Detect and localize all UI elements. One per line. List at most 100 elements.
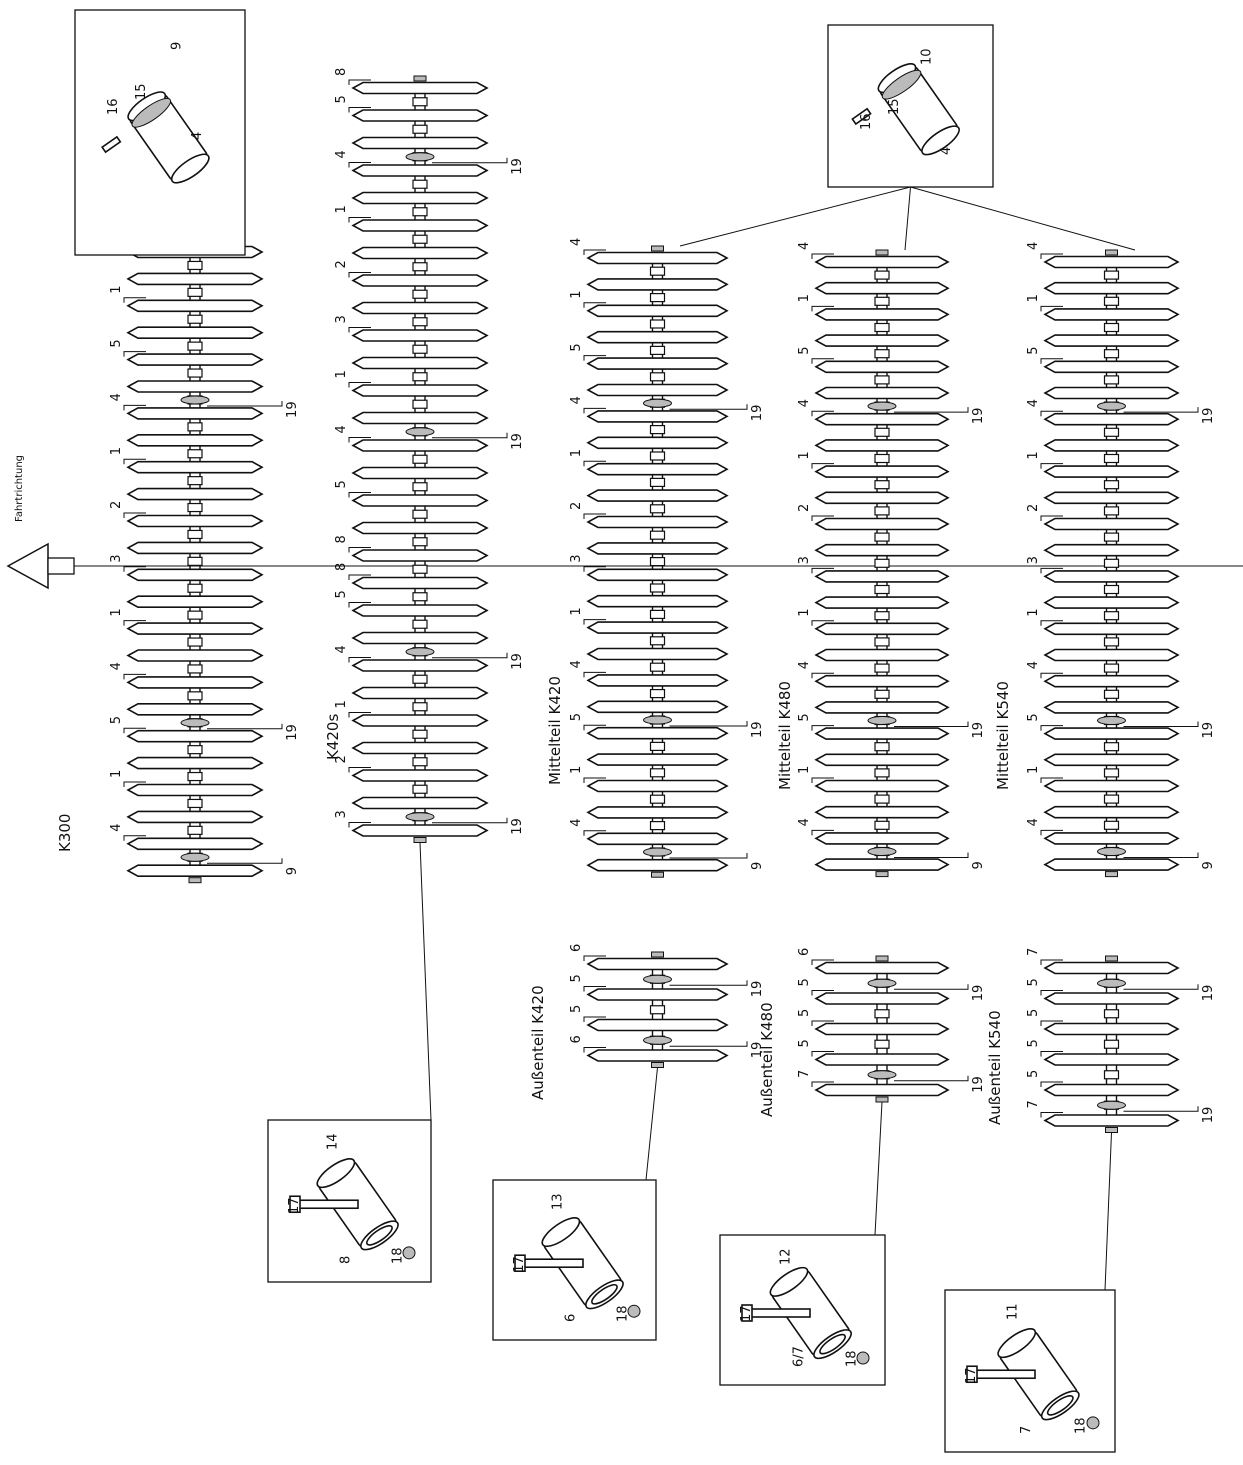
ring-disc: [586, 410, 729, 423]
spacer-sleeve: [1103, 742, 1120, 752]
part-number-label: 19: [971, 1076, 986, 1093]
leader-line: [583, 724, 606, 731]
ring-disc: [586, 806, 729, 819]
spacer-sleeve: [412, 784, 428, 794]
section-k300: 41541231451419199K300161594: [56, 9, 300, 884]
leader-line: [348, 437, 371, 443]
part-number-label: 1: [569, 449, 584, 457]
part-number-label: 7: [1026, 1100, 1041, 1108]
part-number-label: 4: [569, 660, 584, 668]
ring-disc: [1043, 992, 1180, 1005]
leader-line: [123, 727, 146, 734]
ring-disc: [126, 864, 264, 877]
end-cap: [875, 955, 889, 962]
leader-line: [348, 602, 371, 608]
spacer-sleeve: [1103, 1009, 1120, 1019]
spacer-sleeve: [649, 425, 666, 435]
clamp-collar: [643, 847, 672, 857]
ring-disc: [586, 251, 729, 265]
ring-disc: [1043, 281, 1180, 295]
ring-disc: [814, 992, 950, 1005]
clamp-collar: [1097, 1100, 1126, 1110]
spacer-sleeve: [412, 757, 428, 767]
leader-line: [583, 955, 606, 961]
detail-leader: [645, 1067, 658, 1181]
ring-disc: [586, 1049, 729, 1062]
clamp-collar: [643, 974, 672, 984]
spacer-sleeve: [649, 583, 666, 593]
leader-line: [583, 671, 606, 678]
ring-disc: [351, 549, 489, 562]
part-number-label: 3: [797, 556, 812, 564]
part-number-label: 1: [1026, 766, 1041, 774]
part-number-label: 4: [1026, 242, 1041, 250]
spacer-sleeve: [412, 702, 428, 712]
ring-disc: [1043, 779, 1180, 793]
clamp-collar: [867, 847, 897, 856]
direction-label: Fahrtrichtung: [14, 455, 25, 522]
ring-disc: [351, 301, 489, 315]
part-number-label: 4: [109, 393, 124, 401]
part-number-label: 19: [510, 818, 525, 835]
ring-disc: [1043, 412, 1180, 426]
spacer-sleeve: [187, 476, 203, 486]
clamp-collar: [405, 427, 435, 437]
part-number-label: 5: [334, 480, 349, 488]
detail-leader: [1104, 1132, 1112, 1291]
clamp-collar: [405, 812, 435, 822]
ring-disc: [1043, 570, 1180, 583]
part-number-label: 3: [569, 555, 584, 563]
detail-part-label: 12: [778, 1248, 793, 1265]
ring-disc: [126, 514, 264, 528]
spacer-sleeve: [187, 610, 203, 620]
end-cap: [651, 245, 664, 252]
ring-disc: [126, 783, 264, 797]
spacer-sleeve: [187, 637, 203, 647]
ring-disc: [814, 334, 950, 347]
ring-disc: [126, 380, 264, 393]
leader-line: [894, 852, 969, 858]
part-number-label: 5: [797, 347, 812, 355]
part-number-label: 5: [797, 713, 812, 721]
part-number-label: 19: [1201, 985, 1216, 1002]
spacer-sleeve: [1103, 427, 1120, 437]
leader-line: [1123, 1106, 1199, 1112]
ring-disc: [586, 357, 729, 370]
spacer-sleeve: [649, 530, 666, 540]
ring-disc: [814, 360, 950, 374]
part-number-label: 5: [569, 713, 584, 721]
leader-line: [348, 217, 371, 223]
ring-disc: [126, 703, 264, 716]
ring-disc: [586, 753, 729, 766]
leader-line: [669, 1041, 748, 1047]
spacer-sleeve: [412, 482, 428, 492]
spacer-sleeve: [187, 825, 203, 835]
spacer-sleeve: [187, 664, 203, 674]
leader-line: [811, 515, 834, 521]
spacer-sleeve: [874, 768, 890, 778]
leader-line: [123, 835, 146, 841]
ring-disc: [814, 648, 950, 662]
ring-disc: [814, 1083, 950, 1097]
ring-disc: [814, 674, 950, 688]
clamp-collar: [405, 152, 435, 162]
part-number-label: 8: [334, 563, 349, 571]
spacer-sleeve: [1103, 453, 1120, 464]
part-number-label: 2: [334, 755, 349, 763]
leader-line: [1040, 515, 1063, 521]
leader-line: [207, 858, 283, 864]
part-number-label: 4: [797, 661, 812, 669]
ring-disc: [351, 356, 489, 370]
ring-disc: [586, 594, 729, 608]
bolt-shank: [974, 1369, 1036, 1380]
ring-disc: [814, 1053, 950, 1066]
end-cap: [875, 249, 889, 256]
part-number-label: 9: [971, 861, 986, 869]
ring-disc: [586, 330, 729, 344]
leader-line: [348, 79, 371, 85]
spacer-sleeve: [649, 451, 666, 461]
clamp-collar: [180, 395, 210, 405]
spacer-sleeve: [187, 449, 203, 459]
bushing-detail: [997, 1328, 1080, 1421]
part-number-label: 7: [797, 1070, 812, 1078]
